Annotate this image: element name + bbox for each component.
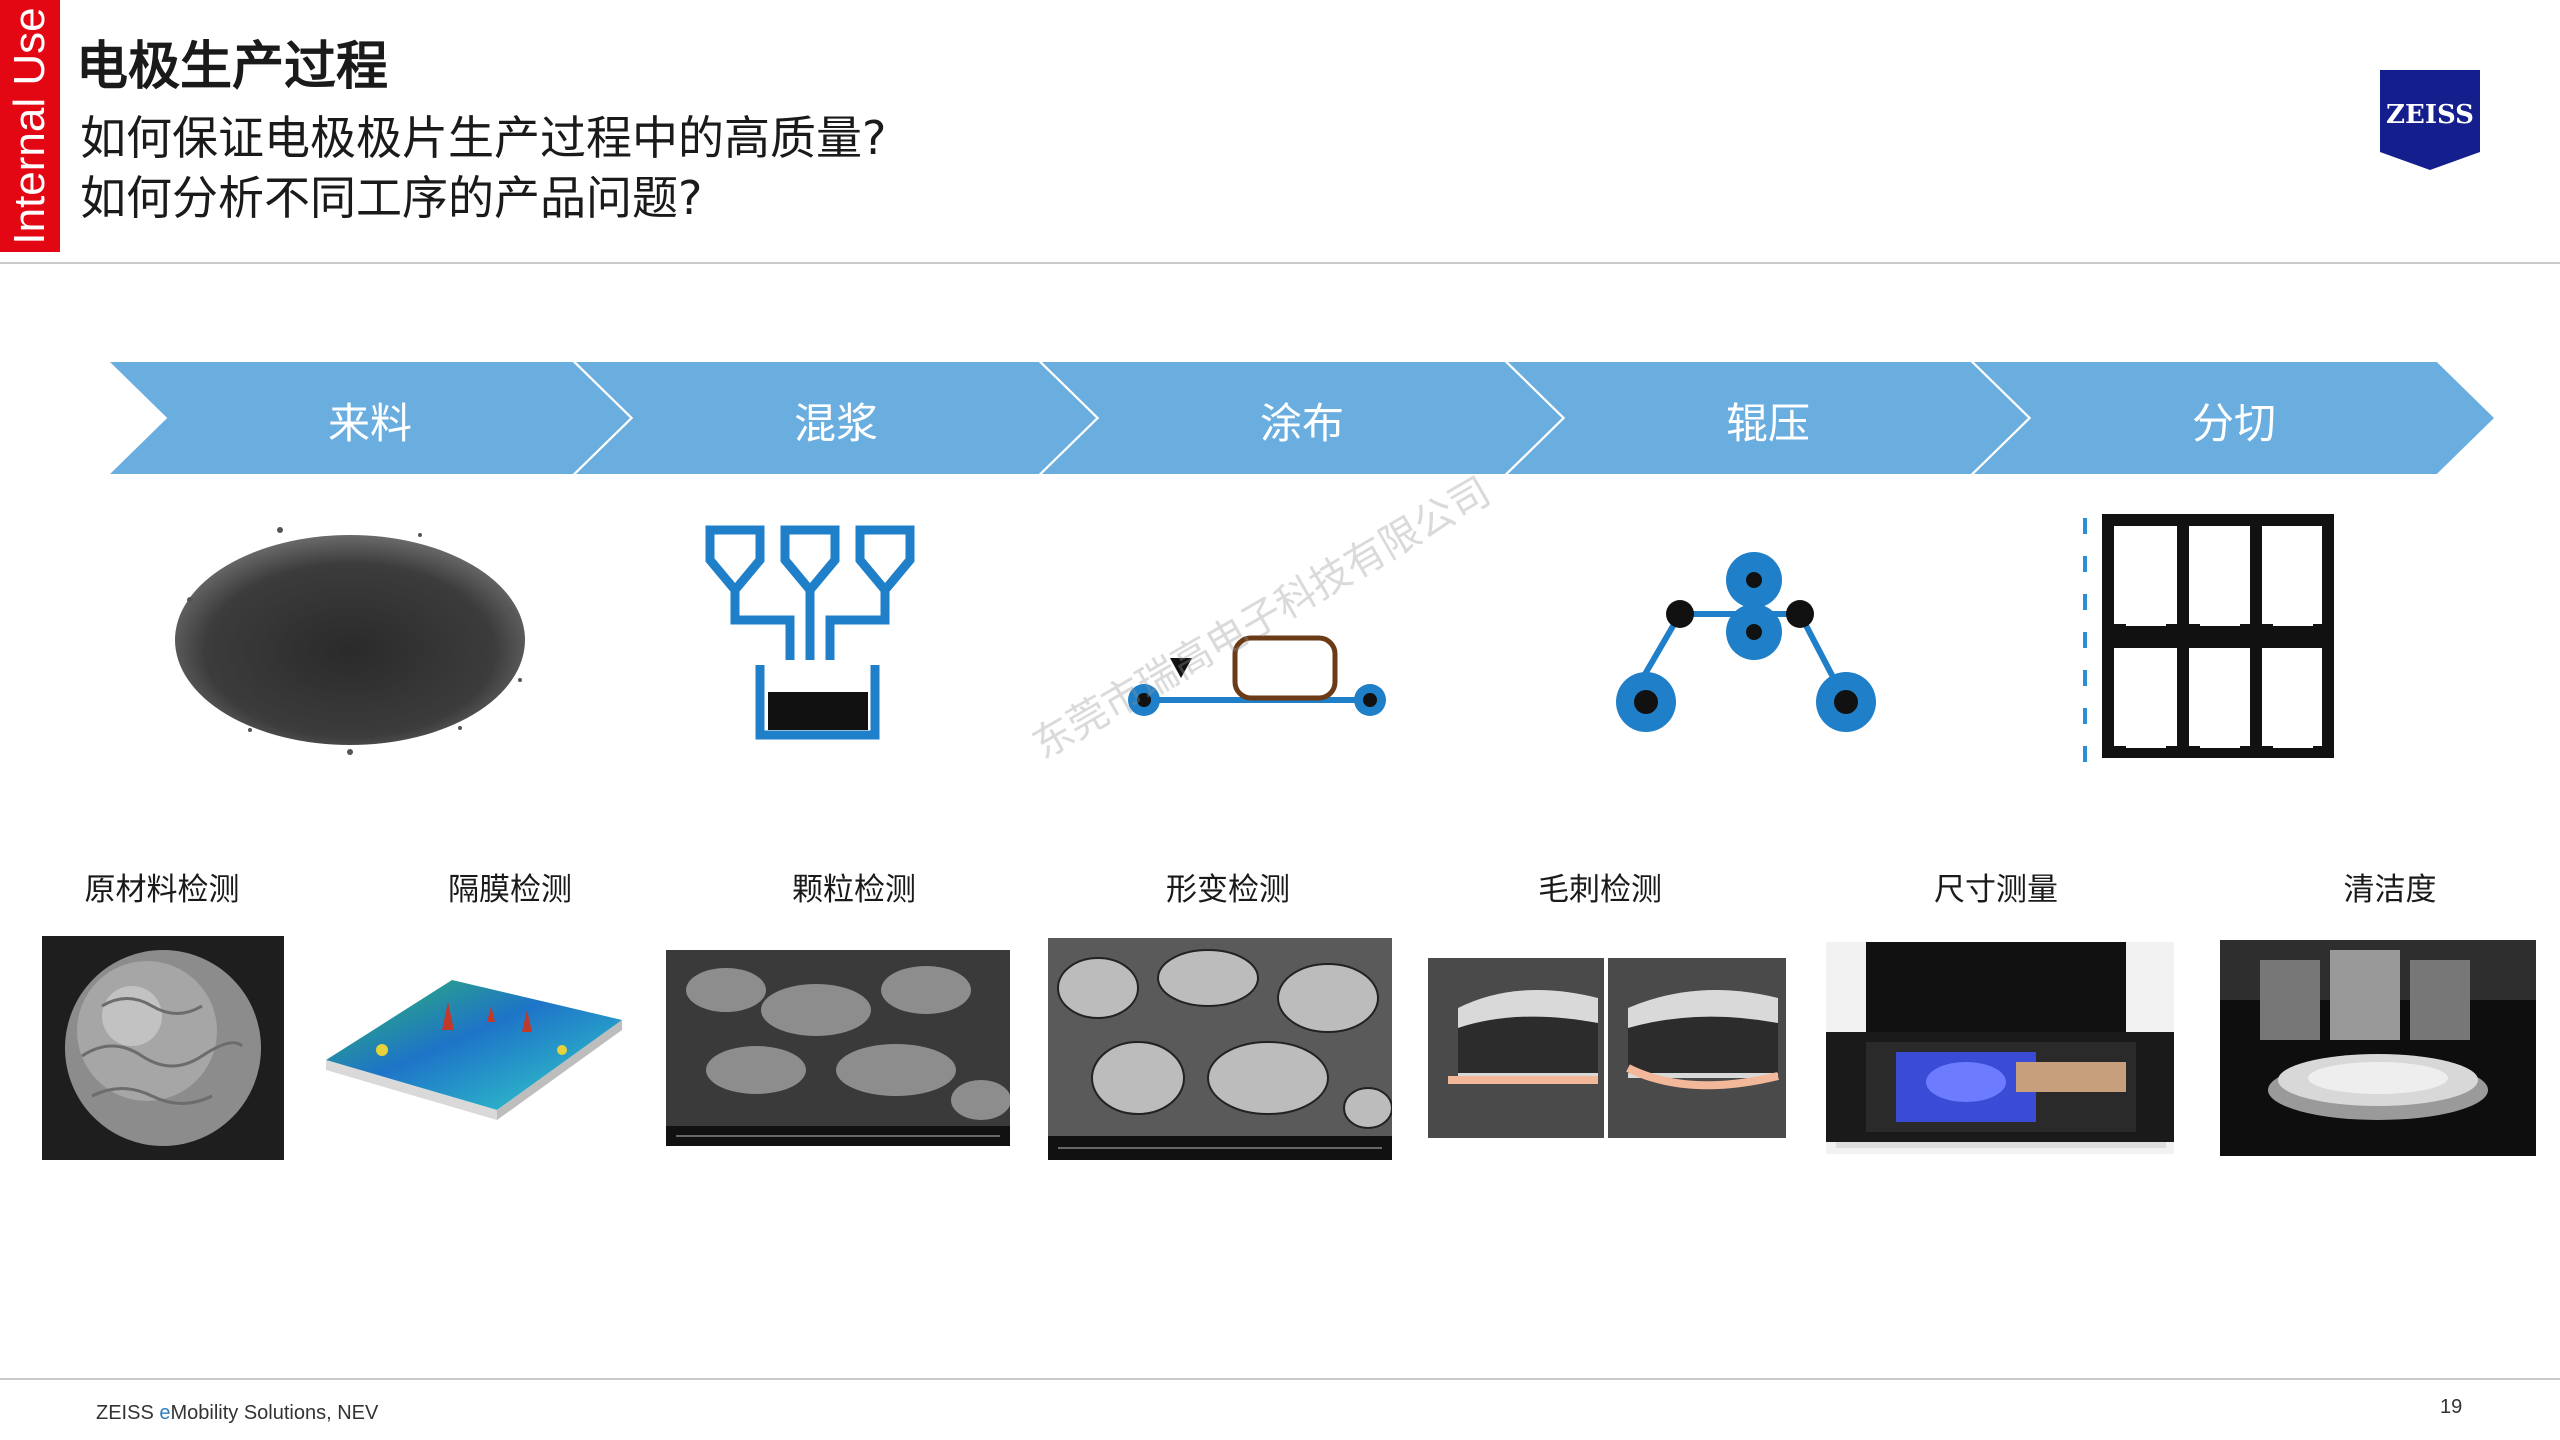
footer-brand-e: e bbox=[159, 1402, 171, 1424]
sem-electrode-deformation-image bbox=[1048, 938, 1392, 1160]
dimension-measurement-photo bbox=[1826, 942, 2174, 1154]
process-step-label: 分切 bbox=[2191, 399, 2276, 448]
footer-brand: ZEISS eMobility Solutions, NEV bbox=[96, 1402, 378, 1425]
calender-rollers-icon bbox=[1616, 552, 1876, 732]
page-number: 19 bbox=[2440, 1396, 2463, 1418]
process-step-incoming: 来料 bbox=[110, 362, 630, 474]
process-step-label: 涂布 bbox=[1259, 399, 1344, 448]
process-step-rolling: 辊压 bbox=[1508, 362, 2028, 474]
internal-use-tag: Internal Use bbox=[0, 0, 60, 252]
zeiss-logo: ZEISS bbox=[2380, 70, 2480, 170]
inspection-label-burr: 毛刺检测 bbox=[1538, 872, 1662, 908]
logo-text: ZEISS bbox=[2386, 100, 2474, 130]
footer-brand-zeiss: ZEISS bbox=[96, 1402, 160, 1424]
process-step-label: 辊压 bbox=[1725, 399, 1810, 448]
coating-line-icon bbox=[1128, 635, 1386, 716]
inspection-label-separator: 隔膜检测 bbox=[448, 872, 572, 908]
inspection-label-deformation: 形变检测 bbox=[1166, 872, 1290, 908]
subtitle-line-1: 如何保证电极极片生产过程中的高质量? bbox=[80, 111, 887, 165]
raw-powder-pile-image bbox=[175, 527, 525, 755]
process-step-slitting: 分切 bbox=[1974, 362, 2494, 474]
internal-use-text: Internal Use bbox=[5, 7, 54, 245]
slitting-cells-icon bbox=[2083, 514, 2334, 780]
electrode-burr-photo bbox=[1428, 958, 1786, 1138]
sem-particle-cross-section-image bbox=[666, 950, 1010, 1146]
separator-3d-surface-image bbox=[326, 980, 622, 1120]
process-step-label: 来料 bbox=[327, 399, 412, 448]
sem-particle-sphere-image bbox=[42, 936, 284, 1160]
inspection-label-particle: 颗粒检测 bbox=[792, 872, 916, 908]
inspection-label-cleanliness: 清洁度 bbox=[2343, 872, 2437, 908]
header-divider bbox=[0, 262, 2560, 264]
mixing-hoppers-icon bbox=[705, 525, 915, 740]
inspection-label-raw-material: 原材料检测 bbox=[84, 872, 240, 908]
footer-divider bbox=[0, 1378, 2560, 1380]
inspection-label-dimension: 尺寸测量 bbox=[1934, 872, 2058, 908]
process-step-label: 混浆 bbox=[793, 399, 878, 448]
page-title: 电极生产过程 bbox=[76, 37, 389, 97]
footer-brand-rest: Mobility Solutions, NEV bbox=[170, 1402, 379, 1424]
process-step-coating: 涂布 bbox=[1042, 362, 1562, 474]
subtitle-line-2: 如何分析不同工序的产品问题? bbox=[80, 171, 703, 225]
page-subtitle: 如何保证电极极片生产过程中的高质量? 如何分析不同工序的产品问题? bbox=[80, 108, 886, 228]
process-step-mixing: 混浆 bbox=[576, 362, 1096, 474]
cleanliness-microscope-photo bbox=[2220, 940, 2536, 1156]
